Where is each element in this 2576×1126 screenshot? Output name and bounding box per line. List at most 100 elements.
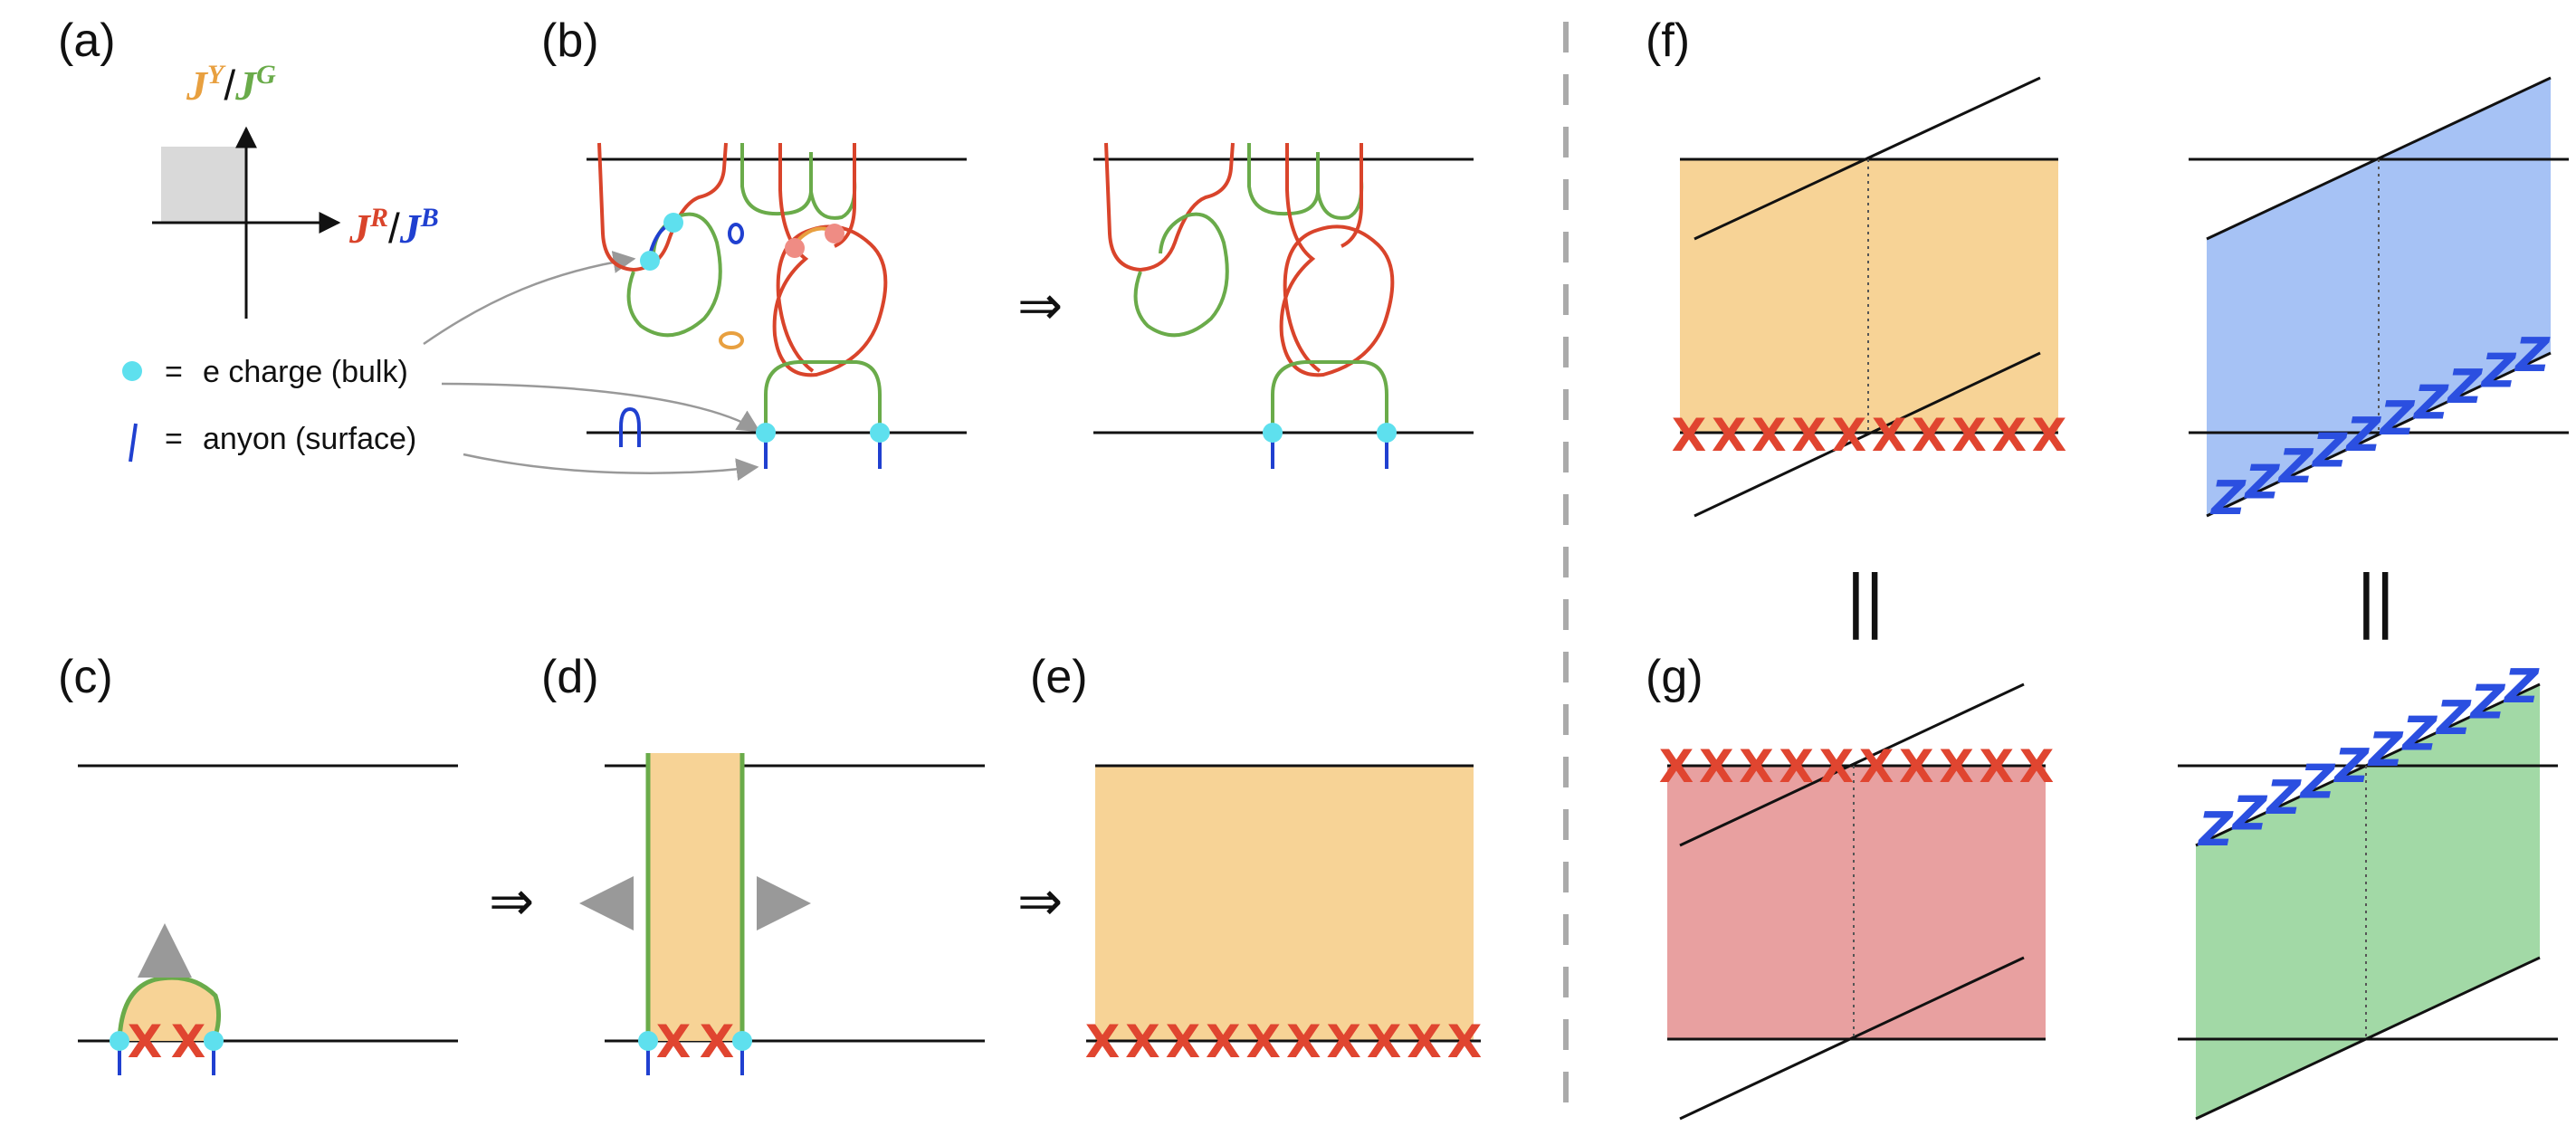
pink-charge-2: [825, 224, 844, 243]
z-mark: Z: [2311, 424, 2348, 478]
z-mark: Z: [2503, 660, 2540, 714]
z-mark: Z: [2400, 708, 2438, 762]
x-mark: X: [1659, 740, 1694, 793]
pink-charge-1: [785, 238, 805, 258]
red-loop-1: [597, 142, 728, 272]
z-mark: Z: [2299, 755, 2336, 809]
equals-bars-right: ||: [2357, 559, 2395, 640]
legend-equals-1: =: [165, 355, 183, 389]
z-mark: Z: [2480, 345, 2517, 399]
implies-arrow-2: ⇒: [489, 870, 534, 933]
green-arc-bottom: [764, 360, 882, 433]
green-arc-bottom: [1271, 360, 1388, 433]
anyon-legend-line: [129, 423, 138, 463]
x-mark: X: [1951, 409, 1987, 462]
x-mark: X: [1751, 409, 1787, 462]
panel-b: [587, 142, 967, 469]
x-mark: X: [1672, 409, 1707, 462]
red-loop-2: [1279, 143, 1395, 377]
orange-domain: [648, 753, 742, 1041]
panel-label-c: (c): [58, 651, 113, 703]
x-mark: X: [2032, 409, 2067, 462]
x-mark: X: [1872, 409, 1907, 462]
red-domain: [1667, 766, 2046, 1039]
x-mark: X: [1859, 740, 1894, 793]
x-mark: X: [2019, 740, 2055, 793]
green-domain-wall: [117, 975, 221, 1042]
x-mark: X: [700, 1016, 735, 1068]
green-domain: [2196, 684, 2540, 1119]
x-mark: X: [128, 1016, 163, 1068]
panel-a: JY/JG JR/JB = e charge (bulk) = anyon (s…: [122, 60, 761, 482]
panel-label-d: (d): [541, 651, 599, 703]
x-mark: X: [171, 1016, 206, 1068]
equals-bars-left: ||: [1846, 559, 1884, 640]
x-mark: X: [1912, 409, 1947, 462]
x-mark: X: [656, 1016, 692, 1068]
pointer-arrow-2: [441, 382, 761, 433]
z-mark: Z: [2231, 787, 2268, 841]
x-mark: X: [1712, 409, 1747, 462]
z-mark: Z: [2514, 329, 2551, 383]
z-mark: Z: [2446, 360, 2483, 415]
x-mark: X: [1166, 1016, 1201, 1068]
cyan-charge-4: [870, 423, 890, 443]
red-loop-1: [1104, 142, 1235, 272]
legend-equals-2: =: [165, 422, 183, 456]
x-mark: X: [1245, 1016, 1281, 1068]
x-mark: X: [1367, 1016, 1402, 1068]
x-mark: X: [1979, 740, 2014, 793]
x-mark: X: [1939, 740, 1974, 793]
implies-arrow-3: ⇒: [1017, 870, 1063, 933]
z-mark: Z: [2435, 692, 2472, 746]
tilted-bottom: [2206, 351, 2552, 518]
cyan-charge-2: [1377, 423, 1397, 443]
z-mark: Z: [2469, 676, 2506, 730]
tilted-top: [1679, 682, 2025, 847]
panel-label-e: (e): [1030, 651, 1088, 703]
green-loop-1: [1133, 212, 1229, 338]
cyan-charge-2: [732, 1031, 752, 1051]
z-mark: Z: [2367, 723, 2404, 778]
legend-charge-text: e charge (bulk): [203, 355, 408, 389]
green-loop-2: [1247, 143, 1364, 220]
x-mark: X: [1791, 409, 1827, 462]
z-mark: Z: [2277, 440, 2314, 494]
panel-label-b: (b): [541, 14, 599, 67]
panel-label-g: (g): [1646, 651, 1703, 703]
pointer-arrow-1: [423, 251, 636, 346]
small-orange-loop: [719, 331, 744, 349]
cyan-charge-1: [640, 251, 660, 271]
z-mark: Z: [2209, 472, 2247, 526]
x-mark: X: [1447, 1016, 1483, 1068]
cyan-charge-1: [1263, 423, 1283, 443]
x-mark: X: [1819, 740, 1855, 793]
x-mark: X: [1739, 740, 1774, 793]
z-mark: Z: [2333, 740, 2370, 794]
tilted-top: [2206, 76, 2552, 241]
x-axis-label: JR/JB: [348, 203, 439, 252]
tilted-bottom: [1693, 351, 2041, 518]
green-loop-1: [626, 212, 722, 338]
cyan-charge-1: [638, 1031, 658, 1051]
z-mark: Z: [2412, 377, 2449, 431]
cyan-charge-3: [756, 423, 776, 443]
tilted-top: [2195, 682, 2541, 847]
tilted-bottom: [2195, 956, 2541, 1121]
small-blue-loop: [728, 223, 744, 244]
y-axis-label: JY/JG: [186, 60, 276, 109]
implies-arrow-1: ⇒: [1017, 274, 1063, 338]
z-mark: Z: [2344, 408, 2381, 463]
x-mark: X: [1326, 1016, 1361, 1068]
x-mark: X: [1206, 1016, 1241, 1068]
